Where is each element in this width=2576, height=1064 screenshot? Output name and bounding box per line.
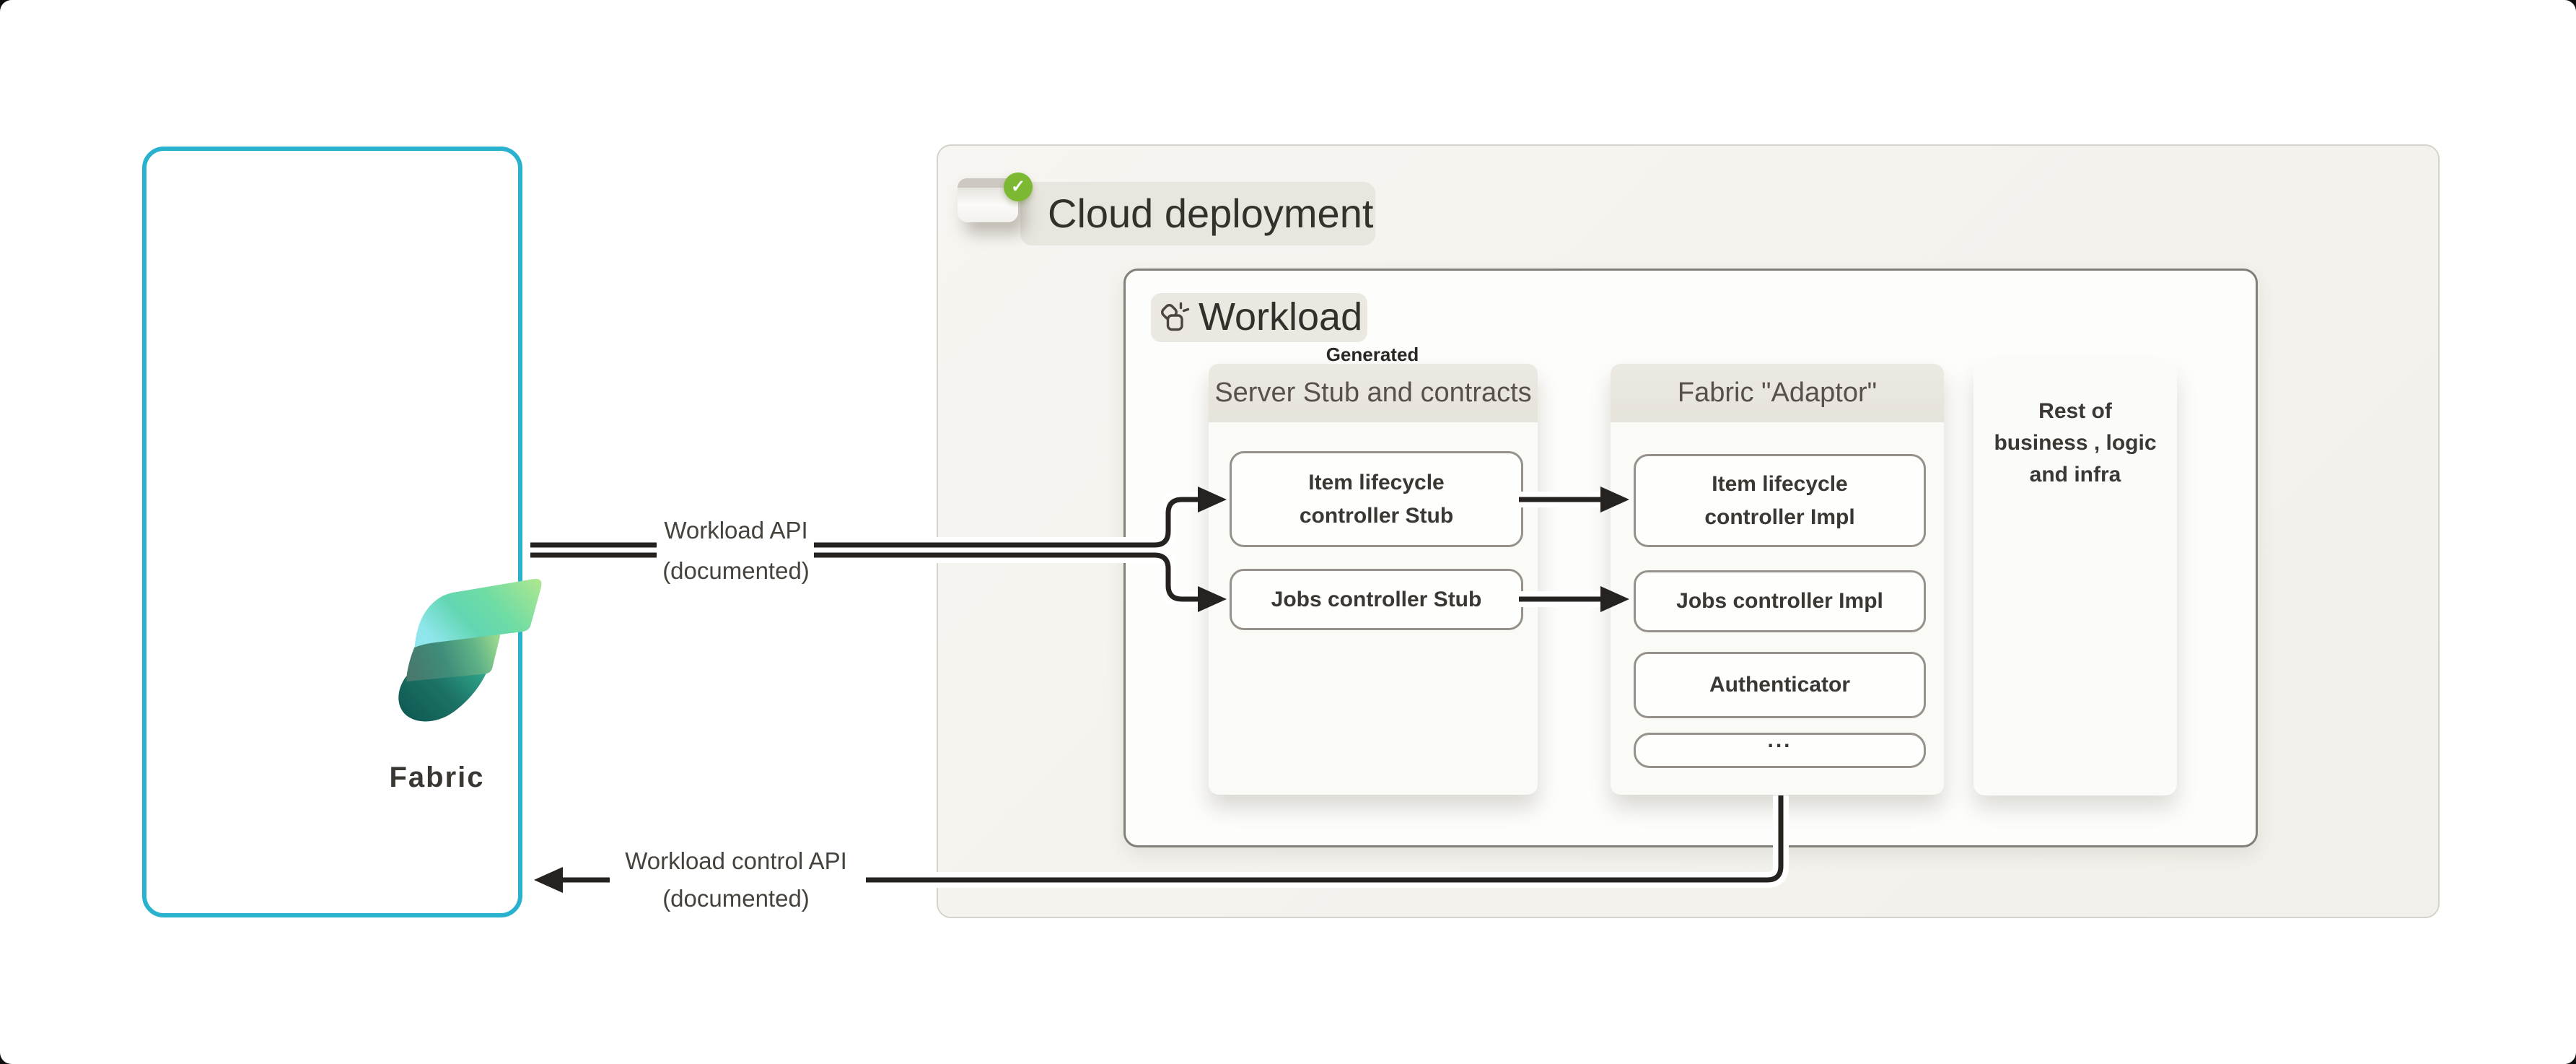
jobs-controller-impl-box: Jobs controller Impl — [1634, 570, 1926, 632]
item-lifecycle-controller-stub-box: Item lifecycle controller Stub — [1230, 451, 1523, 547]
server-stub-column-header: Server Stub and contracts — [1209, 364, 1538, 422]
generated-tag: Generated — [1326, 344, 1419, 365]
toggle-card-strip — [958, 178, 1018, 188]
ellipsis-box: ... — [1634, 728, 1926, 768]
cloud-toggle[interactable]: ✓ — [958, 173, 1033, 222]
fabric-adaptor-column: Fabric "Adaptor" Item lifecycle controll… — [1611, 364, 1944, 795]
server-stub-column: Server Stub and contracts Item lifecycle… — [1209, 364, 1538, 795]
fabric-panel: Fabric — [142, 147, 542, 917]
item-lifecycle-controller-impl-box: Item lifecycle controller Impl — [1634, 454, 1926, 547]
fabric-logo-icon — [398, 578, 542, 722]
workload-apps-icon — [1161, 302, 1190, 331]
arrowhead-control-to-fabric — [534, 867, 563, 893]
workload-control-api-sublabel: (documented) — [662, 885, 810, 912]
fabric-adaptor-column-header: Fabric "Adaptor" — [1611, 364, 1944, 422]
workload-control-api-label: Workload control API — [625, 847, 847, 874]
authenticator-box: Authenticator — [1634, 652, 1926, 718]
workload-api-sublabel: (documented) — [662, 557, 810, 584]
workload-api-label: Workload API — [664, 517, 808, 544]
workload-label: Workload — [1199, 295, 1363, 339]
cloud-deployment-title: Cloud deployment — [1020, 182, 1375, 245]
jobs-controller-stub-box: Jobs controller Stub — [1230, 569, 1523, 630]
workload-title: Workload — [1151, 293, 1367, 342]
rest-of-business-box: Rest of business , logic and infra — [1973, 362, 2177, 795]
check-icon: ✓ — [1004, 173, 1033, 201]
fabric-label: Fabric — [389, 762, 485, 793]
